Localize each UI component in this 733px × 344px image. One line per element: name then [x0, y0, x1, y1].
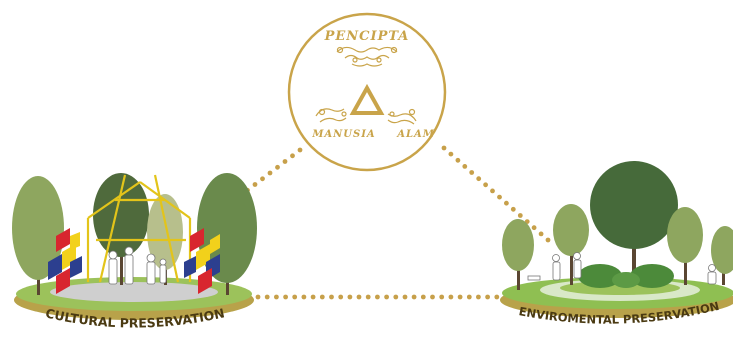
connector-dot: [483, 182, 488, 187]
connector-dot: [283, 159, 288, 164]
connector-dot: [476, 295, 481, 300]
connector-dot: [338, 295, 343, 300]
connector-dot: [462, 164, 467, 169]
connector-dot: [290, 153, 295, 158]
cultural-preservation-scene: CULTURAL PRESERVATION: [12, 173, 257, 331]
connector-dot: [439, 295, 444, 300]
connector-dot: [442, 146, 447, 151]
connector-dot: [393, 295, 398, 300]
connector-dot: [456, 158, 461, 163]
connector-dot: [449, 295, 454, 300]
connector-dot: [494, 295, 499, 300]
label-alam: ALAM: [396, 129, 435, 140]
connector-dot: [546, 238, 551, 243]
connector-dot: [467, 295, 472, 300]
label-pencipta: PENCIPTA: [324, 29, 410, 44]
connector-dot: [458, 295, 463, 300]
connector-dot: [265, 295, 270, 300]
connector-dot: [430, 295, 435, 300]
connector-dot: [302, 295, 307, 300]
connector-dot: [490, 189, 495, 194]
connector-dot: [298, 148, 303, 153]
connector-dot: [518, 213, 523, 218]
connector-dot: [357, 295, 362, 300]
connector-dot: [283, 295, 288, 300]
connector-dot: [485, 295, 490, 300]
environmental-preservation-scene: ENVIROMENTAL PRESERVATION: [500, 161, 733, 327]
connector-dot: [348, 295, 353, 300]
tree-icon: [590, 161, 678, 280]
connector-dot: [292, 295, 297, 300]
connector-dot: [497, 195, 502, 200]
connector-dot: [539, 232, 544, 237]
connector-dot: [366, 295, 371, 300]
center-emblem: PENCIPTA MANUSIA ALAM: [289, 14, 445, 170]
bush-icon: [578, 264, 674, 288]
connector-dot: [469, 170, 474, 175]
connector-dot: [384, 295, 389, 300]
connector-dot: [320, 295, 325, 300]
connector-dot: [268, 171, 273, 176]
connector-dot: [375, 295, 380, 300]
connector-dot: [476, 176, 481, 181]
dotted-connectors: [238, 146, 551, 300]
connector-dot: [311, 295, 316, 300]
connector-dot: [260, 176, 265, 181]
connector-dot: [403, 295, 408, 300]
plaza: [50, 282, 218, 302]
connector-dot: [532, 225, 537, 230]
connector-dot: [449, 152, 454, 157]
bench-icon: [528, 276, 540, 280]
label-manusia: MANUSIA: [311, 129, 375, 140]
connector-dot: [421, 295, 426, 300]
connector-dot: [329, 295, 334, 300]
connector-dot: [274, 295, 279, 300]
connector-dot: [412, 295, 417, 300]
connector-dot: [275, 165, 280, 170]
connector-dot: [511, 207, 516, 212]
connector-dot: [504, 201, 509, 206]
connector-bottom: [256, 295, 509, 300]
connector-right: [442, 146, 551, 243]
connector-dot: [253, 182, 258, 187]
connector-dot: [256, 295, 261, 300]
